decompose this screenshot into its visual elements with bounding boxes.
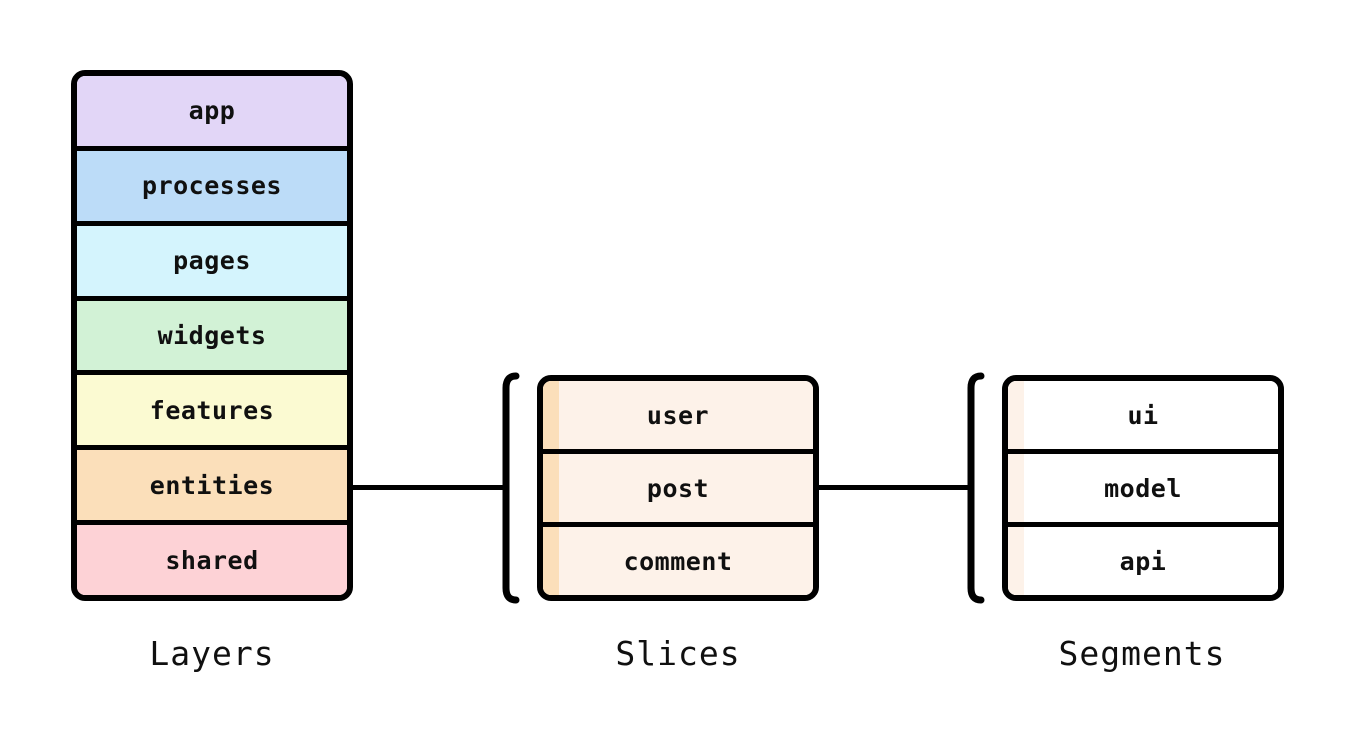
layer-label-shared: shared [165,545,259,575]
layer-row-widgets[interactable]: widgets [77,300,347,376]
row-stripe [543,381,559,449]
layer-label-features: features [149,395,275,425]
connector-layers-to-slices [352,485,504,490]
segment-row-api[interactable]: api [1008,527,1278,595]
layer-row-entities[interactable]: entities [77,450,347,526]
segment-label-model: model [1104,473,1182,503]
caption-slices: Slices [615,634,741,673]
caption-segments: Segments [1058,634,1226,673]
layer-row-shared[interactable]: shared [77,525,347,595]
layer-row-features[interactable]: features [77,375,347,451]
segment-label-ui: ui [1127,400,1159,430]
row-stripe [1008,527,1024,595]
layer-label-processes: processes [142,171,282,201]
slice-row-user[interactable]: user [543,381,813,454]
slice-label-post: post [646,473,710,503]
layer-label-pages: pages [173,246,251,276]
row-stripe [1008,454,1024,522]
caption-layers: Layers [149,634,275,673]
layer-label-app: app [188,96,236,126]
segment-row-ui[interactable]: ui [1008,381,1278,454]
layer-row-app[interactable]: app [77,76,347,151]
slice-row-post[interactable]: post [543,454,813,527]
row-stripe [543,527,559,595]
layers-box: app processes pages widgets features ent… [71,70,353,601]
slices-bracket-icon [502,372,520,604]
slice-label-comment: comment [623,546,733,576]
layer-label-widgets: widgets [157,321,267,350]
segments-box: ui model api [1002,375,1284,601]
layer-row-processes[interactable]: processes [77,150,347,226]
connector-slices-to-segments [818,485,970,490]
row-stripe [543,454,559,522]
segments-bracket-icon [967,372,985,604]
layer-row-pages[interactable]: pages [77,225,347,301]
slices-box: user post comment [537,375,819,601]
slice-label-user: user [646,400,710,430]
layer-label-entities: entities [149,470,275,500]
segment-row-model[interactable]: model [1008,454,1278,527]
row-stripe [1008,381,1024,449]
segment-label-api: api [1119,546,1167,576]
slice-row-comment[interactable]: comment [543,527,813,595]
